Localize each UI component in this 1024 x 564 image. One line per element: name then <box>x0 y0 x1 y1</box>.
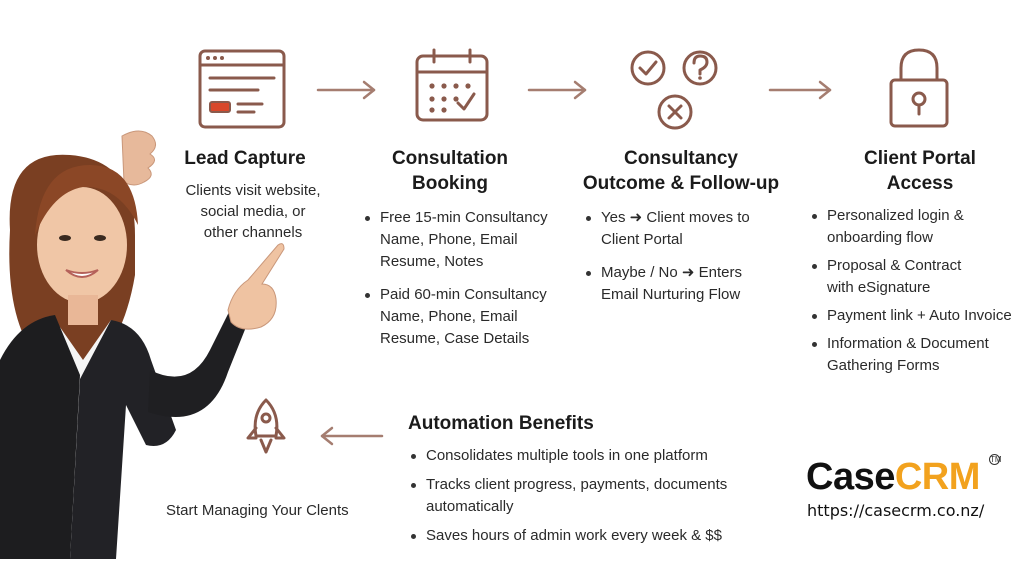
list-item: Paid 60-min Consultancy Name, Phone, Ema… <box>362 284 572 350</box>
list-item: Saves hours of admin work every week & $… <box>408 525 768 547</box>
list-item: Personalized login & onboarding flow <box>809 205 1021 249</box>
rocket-icon <box>244 396 288 458</box>
step-title-client-portal: Client Portal Access <box>864 148 976 194</box>
brand-logo-crm: CRM <box>894 456 981 498</box>
list-item: Proposal & Contract with eSignature <box>809 255 1021 299</box>
start-managing-label: Start Managing Your Clents <box>166 502 349 519</box>
consultation-booking-list: Free 15-min Consultancy Name, Phone, Ema… <box>362 207 572 361</box>
benefits-list: Consolidates multiple tools in one platf… <box>408 445 768 554</box>
check-question-x-icons <box>628 48 724 134</box>
list-item: Information & Document Gathering Forms <box>809 333 1021 377</box>
client-portal-list: Personalized login & onboarding flow Pro… <box>809 205 1021 383</box>
flow-arrow-1 <box>316 80 378 105</box>
list-item: Yes ➜ Client moves to Client Portal <box>583 207 783 251</box>
step-title-lead-capture: Lead Capture <box>184 148 306 169</box>
presenter-illustration <box>0 120 300 559</box>
brand-logo: CaseCRM <box>806 456 980 499</box>
list-item: Free 15-min Consultancy Name, Phone, Ema… <box>362 207 572 273</box>
trademark-mark: TM <box>989 454 1002 465</box>
list-item: Tracks client progress, payments, docume… <box>408 474 768 518</box>
step-title-consultation-booking: Consultation Booking <box>391 148 509 194</box>
calendar-icon <box>412 46 492 126</box>
list-item: Maybe / No ➜ Enters Email Nurturing Flow <box>583 262 783 306</box>
benefits-title: Automation Benefits <box>408 413 594 434</box>
website-url[interactable]: https://casecrm.co.nz/ <box>807 501 985 520</box>
step-description-lead-capture: Clients visit website, social media, or … <box>185 182 321 241</box>
flow-arrow-3 <box>768 80 834 105</box>
flow-arrow-2 <box>527 80 589 105</box>
padlock-icon <box>886 46 952 130</box>
outcome-list: Yes ➜ Client moves to Client Portal Mayb… <box>583 207 783 317</box>
flow-arrow-back <box>318 426 384 451</box>
step-title-outcome: Consultancy Outcome & Follow-up <box>582 148 780 194</box>
list-item: Payment link + Auto Invoice <box>809 305 1021 327</box>
list-item: Consolidates multiple tools in one platf… <box>408 445 768 467</box>
brand-logo-case: Case <box>806 456 895 498</box>
browser-form-icon <box>196 48 288 130</box>
